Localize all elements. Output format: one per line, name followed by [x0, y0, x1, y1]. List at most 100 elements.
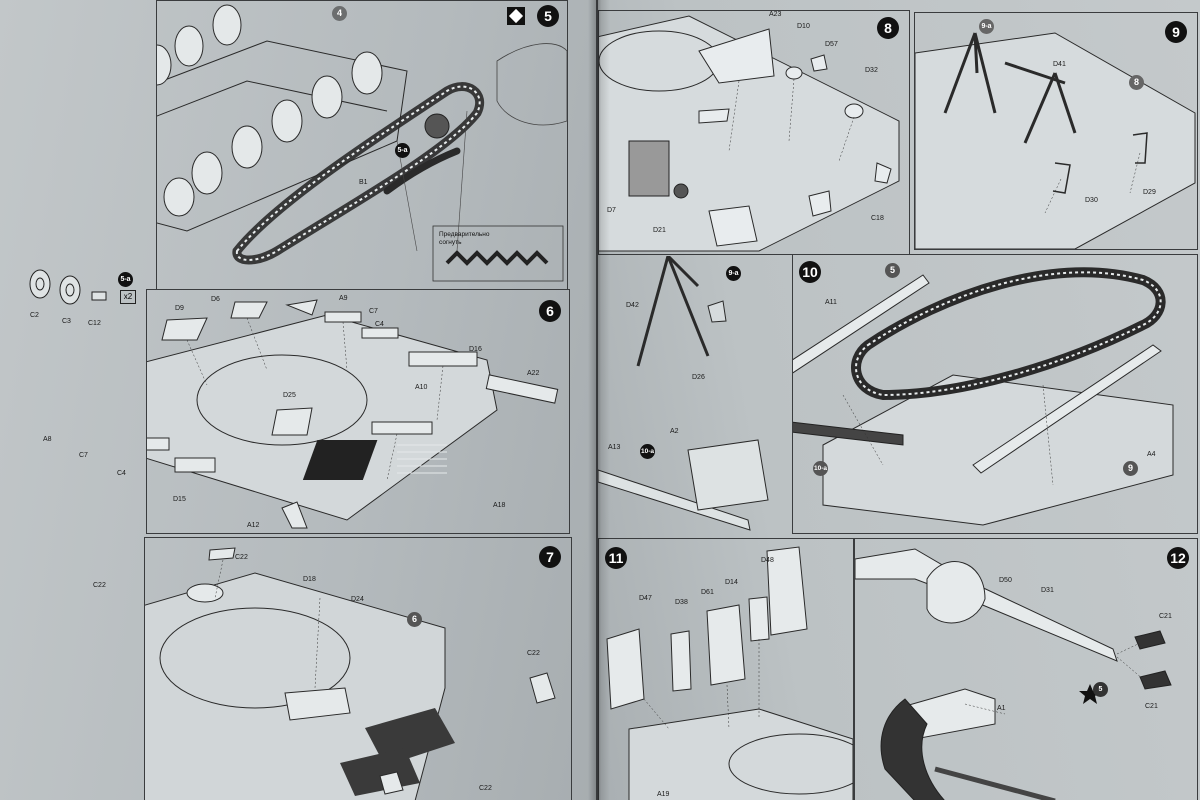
sub-step-ref-9a: 9-a	[726, 266, 741, 281]
part-label-D10: D10	[797, 23, 810, 30]
turret-interior-drawing	[606, 546, 853, 800]
part-label-D21: D21	[653, 227, 666, 234]
step-ref-badge-5: 5	[885, 263, 900, 278]
hull-deck-assembly-drawing	[145, 547, 556, 800]
part-label-D14: D14	[725, 579, 738, 586]
hull-front-assembly-drawing	[599, 15, 900, 252]
part-label-A22: A22	[527, 370, 540, 377]
step-number-7: 7	[539, 546, 561, 568]
panel-step-12: 12 5 D50 D31 C21 C21 A1	[854, 538, 1198, 800]
step-number-9: 9	[1165, 21, 1187, 43]
part-label-A19: A19	[657, 791, 670, 798]
hull-top-assembly-drawing	[147, 299, 559, 529]
part-label-D61: D61	[701, 589, 714, 596]
part-label-A23: A23	[769, 11, 782, 18]
step-number-5: 5	[537, 5, 559, 27]
part-label-C2: C2	[30, 312, 39, 319]
part-label-D29: D29	[1143, 189, 1156, 196]
panel-step-9: 9 9-a 8 D41 D30 D29	[914, 12, 1198, 250]
step-number-6: 6	[539, 300, 561, 322]
right-page: 8 A23 D10 D57 D32 D7 D21 C18	[598, 0, 1200, 800]
sub-step-ref-10a: 10-a	[640, 444, 655, 459]
hazard-glue-icon	[507, 7, 525, 25]
step-ref-badge-5-gun: 5	[1093, 682, 1108, 697]
step-number-11: 11	[605, 547, 627, 569]
step-ref-badge-4: 4	[332, 6, 347, 21]
panel-step-10: 10 5 9 10-a A11 A4	[792, 254, 1198, 534]
part-label-A18: A18	[493, 502, 506, 509]
part-label-C21-top: C21	[1159, 613, 1172, 620]
panel-step-7: 7 6 C22 D18 C22 D24 C22 C22	[93, 537, 572, 800]
part-label-A8: A8	[43, 436, 52, 443]
sub-step-badge-5a: 5-a	[395, 143, 410, 158]
part-label-C22-bottom: C22	[479, 785, 492, 792]
step-ref-badge-8: 8	[1129, 75, 1144, 90]
step-ref-badge-9: 9	[1123, 461, 1138, 476]
pre-bend-note: Предварительно согнуть	[439, 231, 490, 246]
part-label-D50: D50	[999, 577, 1012, 584]
left-page: 4 5 5-a B1 Предварительно согнуть 9-a	[0, 0, 596, 800]
part-label-C22-top: C22	[235, 554, 248, 561]
sub-step-ref-5a: 5-a	[118, 272, 133, 287]
part-label-C22-left: C22	[93, 582, 106, 589]
part-label-C3: C3	[62, 318, 71, 325]
part-label-D38: D38	[675, 599, 688, 606]
part-label-D15: D15	[173, 496, 186, 503]
part-label-D26: D26	[692, 374, 705, 381]
part-label-A11: A11	[825, 299, 837, 306]
part-label-D47: D47	[639, 595, 652, 602]
part-label-C4-bottom: C4	[117, 470, 126, 477]
panel-step-8: 8 A23 D10 D57 D32 D7 D21 C18	[598, 10, 910, 255]
part-label-D7: D7	[607, 207, 616, 214]
tank-suspension-drawing	[157, 4, 567, 282]
part-label-D48: D48	[761, 557, 774, 564]
sub-step-5a-area: 9-a 5-a x2 C2 C3 C12	[18, 262, 148, 332]
part-label-A13: A13	[608, 444, 621, 451]
sub-step-badge-9a: 9-a	[979, 19, 994, 34]
part-label-D30: D30	[1085, 197, 1098, 204]
part-label-D32: D32	[865, 67, 878, 74]
panel-step-5: 4 5 5-a B1 Предварительно согнуть	[156, 0, 568, 290]
part-label-C4-top: C4	[375, 321, 384, 328]
part-label-A1: A1	[997, 705, 1006, 712]
part-label-D6: D6	[211, 296, 220, 303]
part-label-B1: B1	[359, 179, 368, 186]
part-label-D18: D18	[303, 576, 316, 583]
quantity-badge: x2	[120, 290, 136, 304]
step-ref-badge-6: 6	[407, 612, 422, 627]
part-label-D42: D42	[626, 302, 639, 309]
part-label-A2: A2	[670, 428, 679, 435]
main-gun-assembly-drawing	[855, 548, 1172, 800]
part-label-A9: A9	[339, 295, 348, 302]
part-label-D9: D9	[175, 305, 184, 312]
part-label-D31: D31	[1041, 587, 1054, 594]
book-gutter	[588, 0, 610, 800]
sub-step-10a-area: 10-a A13 A2	[598, 420, 788, 540]
step-number-10: 10	[799, 261, 821, 283]
part-label-D41: D41	[1053, 61, 1066, 68]
part-label-A12: A12	[247, 522, 260, 529]
part-label-C22-right: C22	[527, 650, 540, 657]
panel-step-6: 6 D9 D6 A9 C7 C4 D16 A22 A8 C7 C4 D15 D2…	[43, 289, 570, 534]
part-label-A10: A10	[415, 384, 428, 391]
part-label-D16: D16	[469, 346, 482, 353]
hull-stowage-assembly-drawing	[915, 32, 1196, 249]
part-label-D25: D25	[283, 392, 296, 399]
sub-step-badge-10a: 10-a	[813, 461, 828, 476]
step-number-8: 8	[877, 17, 899, 39]
part-label-C12: C12	[88, 320, 101, 327]
panel-step-11: 11 D48 D47 D38 D61 D14 A19	[598, 538, 854, 800]
part-label-C21-bottom: C21	[1145, 703, 1158, 710]
part-label-A4: A4	[1147, 451, 1156, 458]
hull-track-assembly-drawing	[793, 267, 1174, 526]
part-label-C18: C18	[871, 215, 884, 222]
unditching-log-drawing	[598, 439, 769, 531]
part-label-D24: D24	[351, 596, 364, 603]
sub-step-9a-area: 9-a D42 D26	[608, 256, 768, 386]
part-label-C7-top: C7	[369, 308, 378, 315]
step-number-12: 12	[1167, 547, 1189, 569]
road-wheel-parts-drawing	[29, 269, 107, 305]
support-frame-drawing	[636, 256, 727, 367]
part-label-C7-bottom: C7	[79, 452, 88, 459]
